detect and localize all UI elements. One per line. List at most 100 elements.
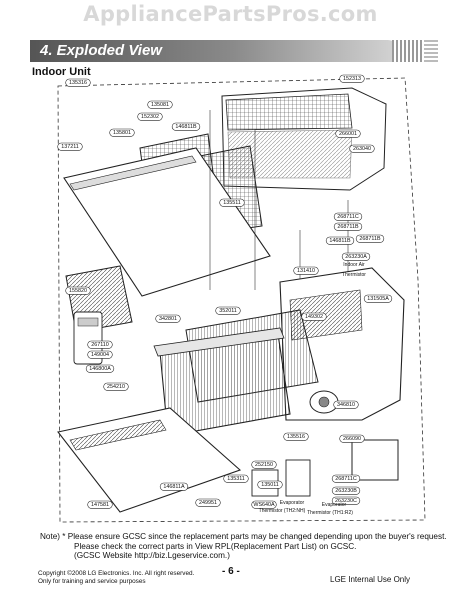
note-line-1: Note) * Please ensure GCSC since the rep… bbox=[40, 532, 447, 541]
part-number-label: 149302 bbox=[305, 314, 323, 320]
part-label-box bbox=[87, 500, 113, 509]
part-number-label: 152313 bbox=[343, 76, 361, 82]
note-line-3: (GCSC Website http://biz.Lgeservice.com.… bbox=[74, 551, 230, 561]
part-label-box bbox=[325, 236, 355, 245]
part-number-label: Evaporator bbox=[322, 502, 347, 508]
part-label-box bbox=[331, 474, 361, 483]
evaporator-part bbox=[153, 327, 291, 437]
part-number-label: 135316 bbox=[69, 80, 87, 86]
section-bar bbox=[30, 40, 398, 62]
copyright-text: Copyright ©2008 LG Electronics. Inc. All… bbox=[38, 570, 195, 577]
footer-left: Copyright ©2008 LG Electronics. Inc. All… bbox=[38, 570, 194, 585]
part-label-box bbox=[331, 486, 361, 495]
part-number-label: WS640A bbox=[253, 502, 275, 508]
part-label-box bbox=[159, 482, 189, 491]
part-number-label: Indoor Air bbox=[343, 262, 365, 268]
part-number-label: 267110 bbox=[91, 342, 109, 348]
part-number-label: 135516 bbox=[287, 434, 305, 440]
part-label-box bbox=[251, 500, 277, 509]
part-label-box bbox=[85, 364, 115, 373]
front-panel-part bbox=[63, 147, 271, 297]
part-number-label: Thermistor (TH1:R2) bbox=[307, 510, 353, 516]
part-number-label: Evaporator bbox=[280, 500, 305, 506]
section-title: 4. Exploded View bbox=[40, 42, 162, 59]
part-number-label: 266090 bbox=[343, 436, 361, 442]
part-number-label: 135511 bbox=[223, 200, 241, 206]
part-number-label: 346810 bbox=[337, 402, 355, 408]
part-label-box bbox=[195, 498, 221, 507]
part-label-box bbox=[171, 122, 201, 131]
part-number-label: 268711C bbox=[337, 214, 359, 220]
drain-pan-part bbox=[57, 407, 242, 513]
part-label-box bbox=[103, 382, 129, 391]
part-label-box bbox=[339, 74, 365, 83]
part-label-box bbox=[331, 496, 361, 505]
part-label-box bbox=[223, 474, 249, 483]
part-number-label: 135081 bbox=[151, 102, 169, 108]
part-number-label: 352011 bbox=[219, 308, 237, 314]
motor-part bbox=[309, 390, 339, 414]
unit-title: Indoor Unit bbox=[32, 66, 91, 78]
part-number-label: 152302 bbox=[141, 114, 159, 120]
part-number-label: 263230A bbox=[345, 254, 367, 260]
part-number-label: 263040 bbox=[353, 146, 371, 152]
part-label-box bbox=[147, 100, 173, 109]
part-label-box bbox=[109, 128, 135, 137]
part-number-label: 135311 bbox=[227, 476, 245, 482]
part-number-label: 135801 bbox=[113, 130, 131, 136]
part-number-label: 249951 bbox=[199, 500, 217, 506]
louver-part bbox=[65, 265, 133, 365]
control-box-part bbox=[251, 439, 399, 497]
part-label-box bbox=[339, 434, 365, 443]
chassis-part bbox=[221, 87, 387, 191]
part-label-box bbox=[57, 142, 83, 151]
part-number-label: 137211 bbox=[61, 144, 79, 150]
part-label-box bbox=[283, 432, 309, 441]
part-label-box bbox=[87, 350, 113, 359]
part-label-box bbox=[219, 198, 245, 207]
part-label-box bbox=[251, 460, 277, 469]
part-number-label: Thermistor bbox=[342, 272, 366, 278]
part-label-box bbox=[65, 286, 91, 295]
part-label-box bbox=[257, 480, 283, 489]
part-label-box bbox=[215, 306, 241, 315]
part-label-box bbox=[349, 144, 375, 153]
part-label-box bbox=[65, 78, 91, 87]
note-line-2: Please check the correct parts in View R… bbox=[74, 541, 357, 551]
part-number-label: 342801 bbox=[159, 316, 177, 322]
part-label-box bbox=[87, 340, 113, 349]
part-number-label: 263230B bbox=[335, 488, 357, 494]
part-number-label: 268711B bbox=[337, 224, 359, 230]
part-label-box bbox=[155, 314, 181, 323]
part-label-box bbox=[137, 112, 163, 121]
part-number-label: 146811B bbox=[329, 238, 351, 244]
part-label-box bbox=[341, 252, 371, 261]
part-label-box bbox=[333, 222, 363, 231]
note-block: Note) * Please ensure GCSC since the rep… bbox=[40, 532, 447, 561]
part-label-box bbox=[363, 294, 393, 303]
part-number-label: 131410 bbox=[297, 268, 315, 274]
part-number-label: 135011 bbox=[261, 482, 279, 488]
part-number-label: 146811A bbox=[163, 484, 185, 490]
part-label-box bbox=[333, 212, 363, 221]
part-number-label: Thermistor (TH2:NH) bbox=[259, 508, 306, 514]
part-label-box bbox=[293, 266, 319, 275]
internal-use-text: LGE Internal Use Only bbox=[330, 575, 411, 584]
training-text: Only for training and service purposes bbox=[38, 577, 146, 585]
part-number-label: 147581 bbox=[91, 502, 109, 508]
part-number-label: 254210 bbox=[107, 384, 125, 390]
part-label-box bbox=[301, 312, 327, 321]
section-bar-decoration bbox=[392, 40, 422, 62]
part-number-label: 155820 bbox=[69, 288, 87, 294]
page-number: - 6 - bbox=[222, 566, 240, 577]
part-number-label: 268711C bbox=[335, 476, 357, 482]
part-number-label: 131505A bbox=[367, 296, 389, 302]
section-bar-decoration-small bbox=[424, 40, 438, 62]
part-label-box bbox=[335, 129, 361, 138]
part-label-box bbox=[355, 234, 385, 243]
part-number-label: 146800A bbox=[89, 366, 111, 372]
part-number-label: 149004 bbox=[91, 352, 109, 358]
part-number-label: 146811B bbox=[175, 124, 197, 130]
part-number-label: 263230C bbox=[335, 498, 357, 504]
